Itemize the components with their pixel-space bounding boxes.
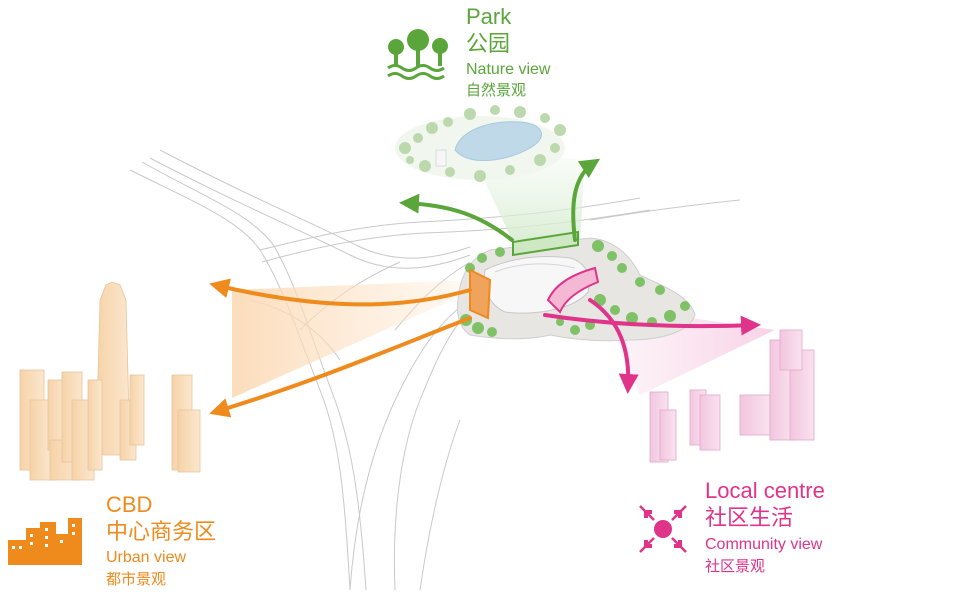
- park-icon: [387, 29, 448, 80]
- city-skyline-icon: [8, 518, 82, 565]
- park-view-cn: 自然景观: [466, 81, 527, 99]
- community-view-arrows: [543, 298, 761, 394]
- local-title: Local centre: [705, 478, 825, 503]
- park-lake: [395, 105, 566, 182]
- nature-view-arrows: [399, 158, 601, 242]
- cbd-towers: [19, 281, 201, 481]
- community-converge-icon: [639, 505, 687, 553]
- local-title-cn: 社区生活: [705, 506, 794, 531]
- local-view: Community view: [705, 536, 823, 553]
- cbd-title-cn: 中心商务区: [106, 520, 217, 545]
- cbd-view: Urban view: [106, 549, 187, 566]
- park-title: Park: [466, 4, 512, 29]
- urban-view-cone: [232, 280, 470, 398]
- site-model: [457, 230, 696, 342]
- cbd-title: CBD: [106, 492, 153, 517]
- community-buildings: [649, 329, 815, 463]
- cbd-view-cn: 都市景观: [106, 570, 167, 588]
- urban-view-arrows: [209, 278, 472, 418]
- park-view: Nature view: [466, 61, 551, 78]
- local-view-cn: 社区景观: [705, 557, 766, 575]
- park-title-cn: 公园: [466, 32, 511, 57]
